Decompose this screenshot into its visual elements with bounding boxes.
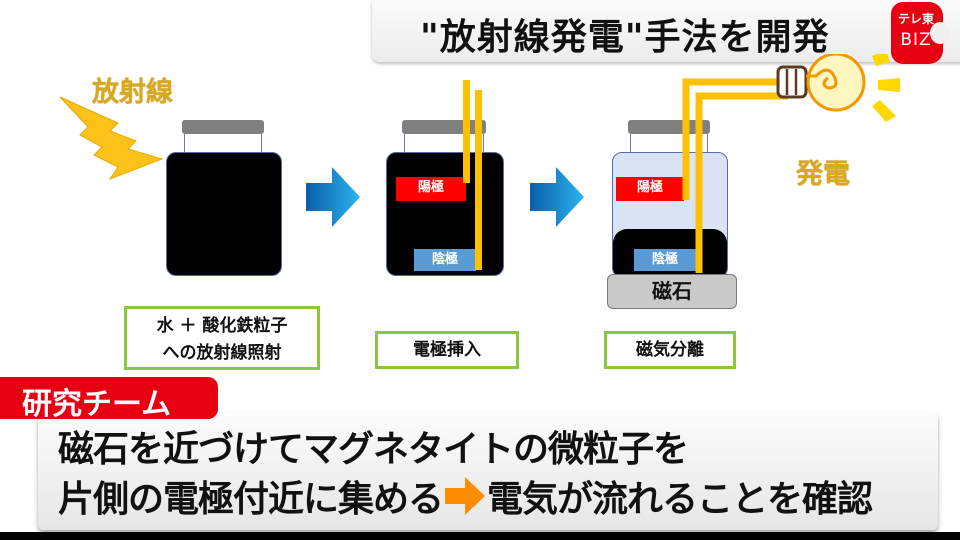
jar-cap (182, 120, 264, 134)
jar-neck (404, 134, 484, 154)
light-bulb-icon (776, 54, 900, 122)
jar-body-dark (166, 152, 282, 276)
step-1-box: 水 ＋ 酸化鉄粒子 への放射線照射 (124, 306, 320, 370)
bottom-strip (0, 532, 960, 540)
caption-box (38, 412, 938, 530)
arrow-right-icon (445, 477, 486, 515)
cathode-label: 陰極 (634, 249, 696, 271)
team-tag-label: 研究チーム (22, 387, 172, 422)
jar-2: 陽極 陰極 (386, 120, 506, 280)
headline-title: "放射線発電"手法を開発 (420, 17, 830, 58)
electrode-wires (682, 78, 788, 273)
lightning-bolt-icon (59, 96, 164, 181)
anode-wire (463, 80, 470, 183)
cathode-label: 陰極 (414, 249, 476, 271)
anode-label: 陽極 (616, 177, 684, 201)
magnet: 磁石 (607, 274, 737, 309)
radiation-label: 放射線 (92, 77, 173, 108)
jar-cap (402, 120, 486, 134)
team-tag (0, 377, 218, 419)
logo-text-top: テレ東 (897, 12, 934, 26)
arrow-right-icon (306, 167, 360, 227)
arrow-right-icon (530, 167, 584, 227)
step-2-label: 電極挿入 (413, 340, 481, 360)
caption-line-2: 片側の電極付近に集める 電気が流れることを確認 (58, 470, 873, 522)
step-2-box: 電極挿入 (375, 331, 519, 369)
step-1-line1: 水 ＋ 酸化鉄粒子 (156, 316, 288, 336)
step-3-box: 磁気分離 (604, 331, 736, 369)
title-bar (372, 0, 960, 62)
anode-label: 陽極 (396, 177, 466, 201)
caption-line-2-part2: 電気が流れることを確認 (487, 479, 873, 520)
logo-text-bottom: BIZ (900, 30, 932, 50)
logo-notch (930, 22, 950, 44)
jar-1 (166, 120, 284, 280)
cathode-wire (475, 90, 482, 270)
step-3-label: 磁気分離 (636, 340, 704, 360)
caption-line-2-part1: 片側の電極付近に集める (58, 479, 444, 520)
step-1-line2: への放射線照射 (162, 343, 282, 363)
caption-line-1: 磁石を近づけてマグネタイトの微粒子を (58, 429, 689, 470)
jar-neck (184, 134, 262, 154)
generation-label: 発電 (796, 159, 850, 190)
